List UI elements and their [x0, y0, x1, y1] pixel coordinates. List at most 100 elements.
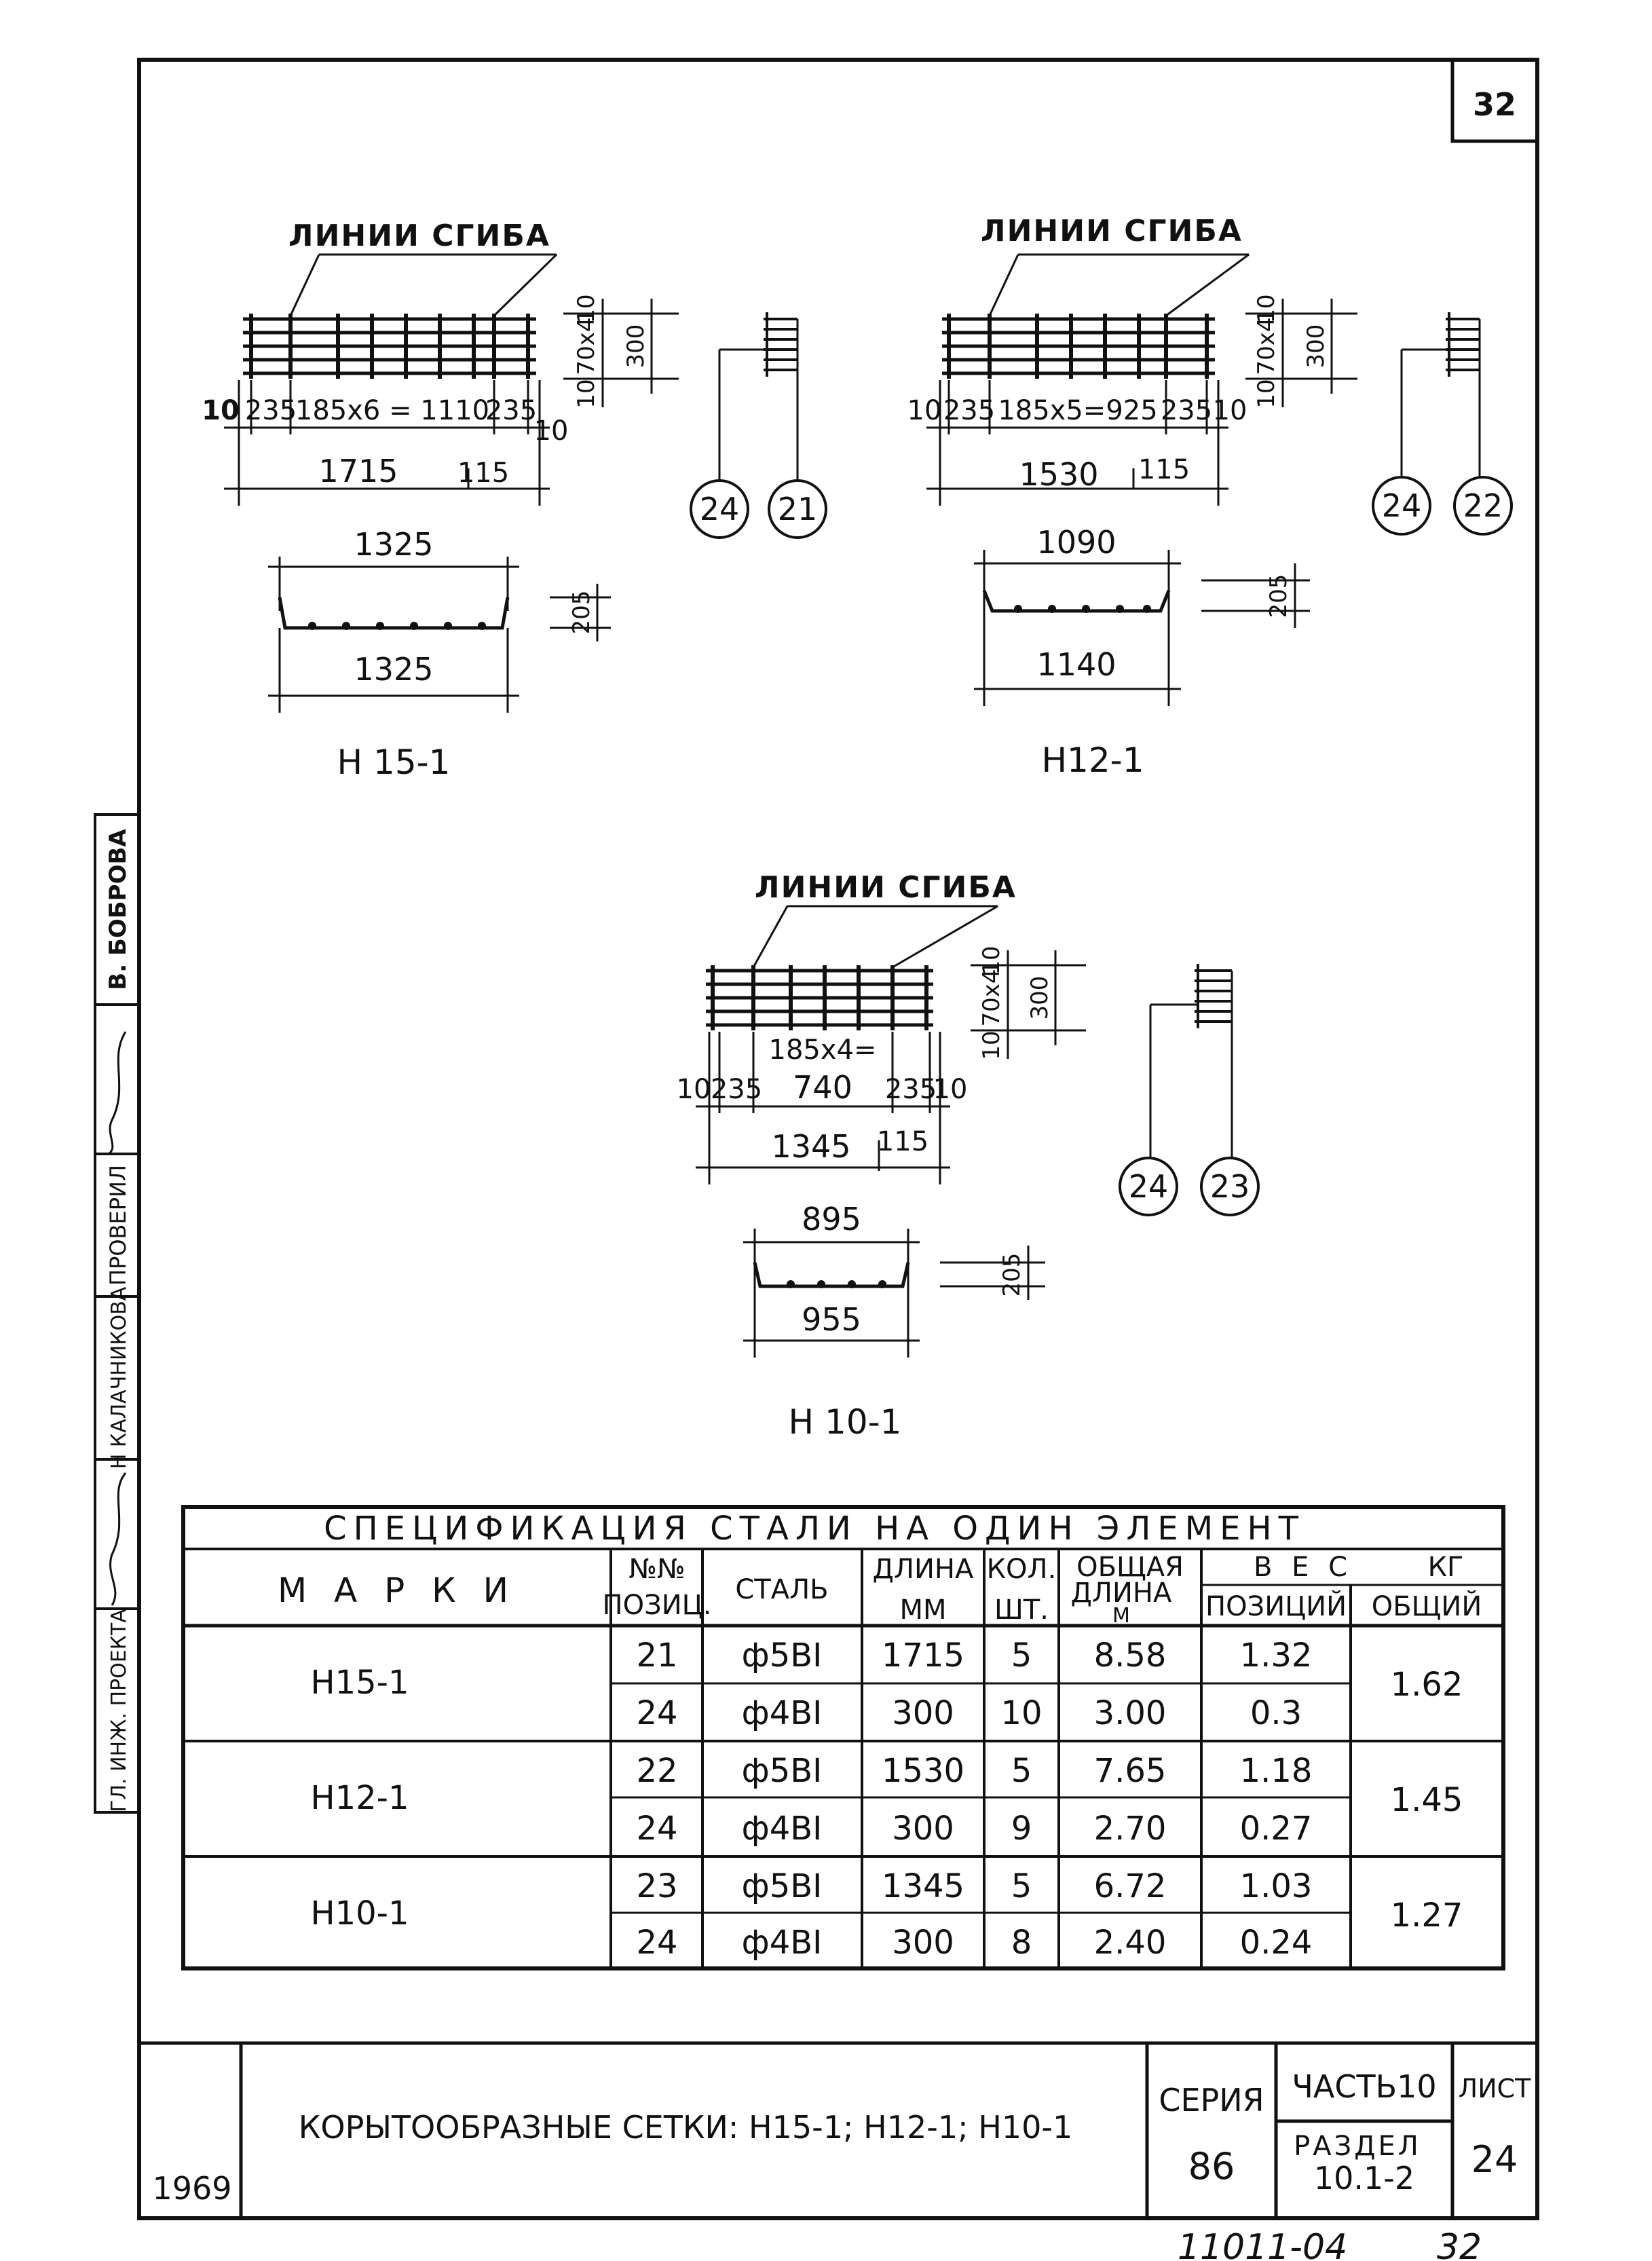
spec-pos-23: 23	[636, 1867, 677, 1905]
mesh-h15-vdim-height: 300	[622, 324, 650, 369]
mesh-h15-depth: 205	[568, 591, 595, 635]
approval-stamp	[94, 813, 140, 1814]
spec-mark-h10: Н10-1	[310, 1894, 409, 1932]
mesh-h12-end-detail	[1372, 312, 1513, 536]
spec-steel-21: ф5ВI	[742, 1637, 823, 1675]
spec-len-22: 1530	[882, 1752, 964, 1790]
mesh-h12-dim-span: 185х5=925	[998, 395, 1157, 426]
title-series-label: СЕРИЯ	[1159, 2082, 1264, 2118]
mesh-h12-dim-total: 1530	[1019, 456, 1098, 493]
mesh-h10-position-a: 24	[1129, 1168, 1169, 1205]
spec-header-steel: СТАЛЬ	[735, 1574, 828, 1605]
mesh-h10-vdim-pitch: 70х4	[978, 969, 1005, 1026]
title-series-value: 86	[1188, 2145, 1235, 2188]
spec-tot-22: 7.65	[1094, 1752, 1167, 1790]
title-sheet-label: ЛИСТ	[1459, 2074, 1532, 2104]
spec-header-kg: КГ	[1428, 1552, 1464, 1583]
mesh-h10-dim-lines	[696, 950, 1086, 1184]
title-sheet-value: 24	[1471, 2138, 1518, 2181]
mesh-h10-vdim-bottom: 10	[978, 1030, 1005, 1060]
spec-header-weight-total: ОБЩИЙ	[1372, 1590, 1482, 1622]
stamp-role-checked: ПРОВЕРИЛ	[105, 1165, 131, 1286]
spec-tot-24-h10: 2.40	[1094, 1924, 1167, 1962]
spec-header-length-b: ММ	[899, 1594, 946, 1626]
mesh-h10-dim-end: 115	[877, 1126, 928, 1157]
mesh-h10-dim-10-left: 10	[677, 1074, 711, 1105]
mesh-h10-bend-leaders	[752, 905, 998, 969]
spec-tot-21: 8.58	[1094, 1637, 1167, 1675]
spec-len-24-h12: 300	[892, 1810, 954, 1848]
spec-w-21: 1.32	[1240, 1637, 1313, 1675]
mesh-h15-mark-label: Н 15-1	[337, 743, 451, 782]
spec-w-24-h10: 0.24	[1240, 1924, 1313, 1962]
mesh-h12-longitudinal-bars	[942, 317, 1215, 375]
spec-w-24-h15: 0.3	[1250, 1694, 1302, 1732]
mesh-h15-cross-bars	[249, 314, 530, 379]
spec-len-24-h15: 300	[892, 1694, 954, 1732]
mesh-h15-bend-label: ЛИНИИ СГИБА	[288, 219, 550, 253]
spec-header-total-a: ОБЩАЯ	[1076, 1552, 1184, 1583]
mesh-h12-texts: ЛИНИИ СГИБА 10 235 185х5=925 235 10 1530…	[907, 214, 1503, 780]
spec-table-texts: СПЕЦИФИКАЦИЯ СТАЛИ НА ОДИН ЭЛЕМЕНТ М А Р…	[278, 1510, 1482, 1962]
spec-total-h12: 1.45	[1391, 1781, 1463, 1819]
mesh-h12-depth: 205	[1265, 574, 1292, 618]
mesh-h15-dim-235-right: 235	[485, 395, 537, 426]
mesh-h15-dim-end: 115	[457, 457, 509, 489]
spec-w-24-h12: 0.27	[1240, 1810, 1313, 1848]
mesh-h10-dim-10-right: 10	[933, 1074, 968, 1105]
mesh-h15-vdim-bottom: 10	[573, 379, 600, 408]
spec-steel-24-h10: ф4ВI	[742, 1924, 823, 1962]
mesh-h12-vdim-height: 300	[1302, 324, 1330, 369]
spec-tot-24-h12: 2.70	[1094, 1810, 1167, 1848]
spec-steel-23: ф5ВI	[742, 1867, 823, 1905]
mesh-h12-dim-10-right: 10	[1213, 395, 1247, 426]
title-main: КОРЫТООБРАЗНЫЕ СЕТКИ: Н15-1; Н12-1; Н10-…	[299, 2109, 1073, 2146]
spec-qty-24-h10: 8	[1011, 1924, 1032, 1962]
mesh-h15-texts: ЛИНИИ СГИБА 10 235 185х6 = 1110 235 10 1…	[202, 219, 817, 782]
spec-len-23: 1345	[882, 1867, 964, 1905]
mesh-h15-vdim-pitch: 70х4	[573, 317, 600, 375]
mesh-h10-flat-top: 895	[802, 1201, 861, 1237]
spec-qty-23: 5	[1011, 1867, 1032, 1905]
mesh-h15-dim-10-right: 10	[534, 415, 569, 447]
mesh-h12-bend-leaders	[988, 253, 1250, 317]
mesh-h10-bend-label: ЛИНИИ СГИБА	[755, 870, 1017, 905]
spec-total-h10: 1.27	[1391, 1896, 1463, 1935]
title-part: ЧАСТЬ10	[1292, 2068, 1436, 2105]
title-year: 1969	[152, 2170, 231, 2207]
spec-pos-24-h15: 24	[636, 1694, 677, 1732]
stamp-name-chief: Н КАЛАЧНИКОВА	[107, 1286, 131, 1469]
mesh-h10-longitudinal-bars	[706, 969, 933, 1027]
spec-title: СПЕЦИФИКАЦИЯ СТАЛИ НА ОДИН ЭЛЕМЕНТ	[324, 1510, 1305, 1548]
spec-header-length-a: ДЛИНА	[873, 1554, 974, 1585]
mesh-h15-end-detail	[690, 312, 827, 539]
mesh-h15-flat-bottom: 1325	[354, 651, 433, 688]
mesh-h15-vdim-top: 10	[573, 294, 600, 323]
mesh-h12-section	[974, 550, 1310, 706]
mesh-h12-position-a: 24	[1382, 487, 1422, 524]
mesh-h12-dim-10-left: 10	[907, 395, 942, 426]
mesh-h12-dim-end: 115	[1138, 454, 1190, 485]
spec-qty-24-h12: 9	[1011, 1810, 1032, 1848]
mesh-h15-dim-10-left: 10	[202, 395, 240, 426]
corner-sheet-number: 32	[1473, 86, 1516, 123]
spec-header-weight: В Е С	[1254, 1552, 1353, 1583]
mesh-h10-vdim-height: 300	[1026, 976, 1053, 1020]
mesh-h12-dim-lines	[926, 299, 1357, 506]
mesh-h12-dim-235-right: 235	[1161, 395, 1212, 426]
mesh-h15-dim-235-left: 235	[245, 395, 297, 426]
mesh-h15-section	[268, 557, 611, 713]
mesh-h12-vdim-top: 10	[1253, 294, 1280, 323]
spec-w-22: 1.18	[1240, 1752, 1313, 1790]
stamp-name-checked: В. БОБРОВА	[105, 829, 132, 990]
spec-pos-22: 22	[636, 1752, 677, 1790]
spec-header-pos-b: ПОЗИЦ.	[603, 1590, 712, 1621]
title-section-value: 10.1-2	[1314, 2160, 1414, 2197]
mesh-h10-vdim-top: 10	[978, 946, 1005, 975]
mesh-h10-dim-span-b: 740	[793, 1069, 852, 1106]
spec-w-23: 1.03	[1240, 1867, 1313, 1905]
title-section-label: РАЗДЕЛ	[1294, 2131, 1421, 2162]
spec-qty-21: 5	[1011, 1637, 1032, 1675]
spec-pos-24-h12: 24	[636, 1810, 677, 1848]
spec-pos-24-h10: 24	[636, 1924, 677, 1962]
